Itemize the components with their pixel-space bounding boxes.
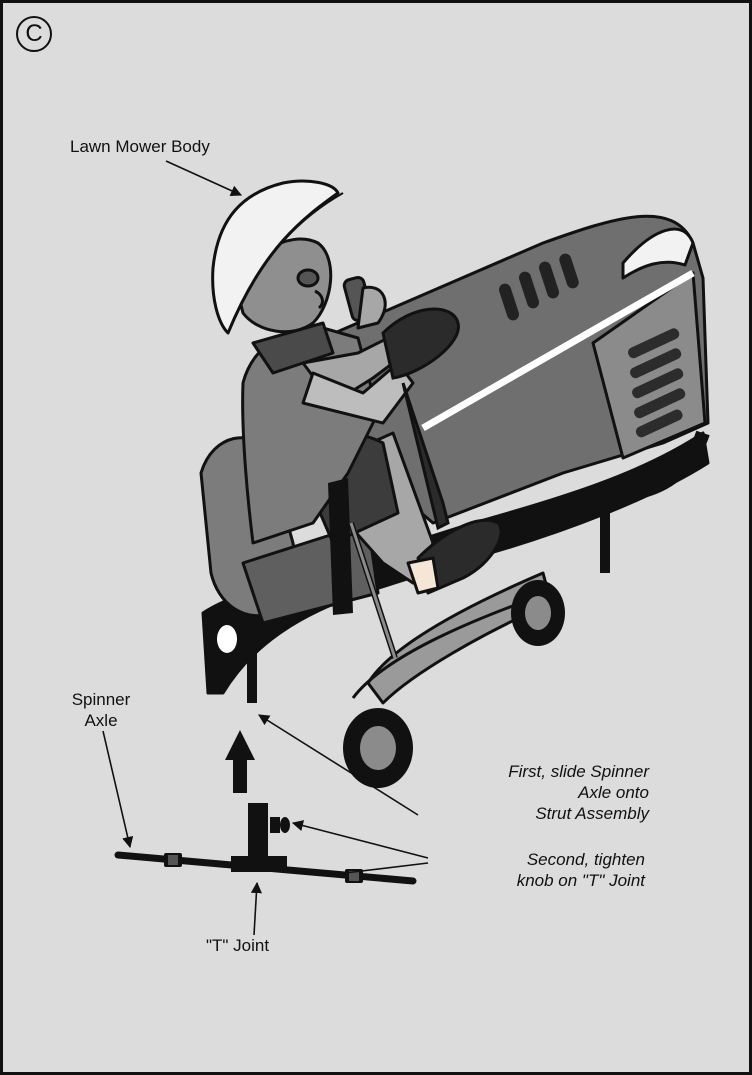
label-step-one: First, slide Spinner Axle onto Strut Ass… [508, 761, 649, 824]
mower-assembly-illustration [3, 3, 752, 1075]
label-step-one-line1: First, slide Spinner [508, 761, 649, 782]
label-spinner-axle-line2: Axle [61, 710, 141, 731]
label-step-one-line2: Axle onto [508, 782, 649, 803]
panel-letter: C [16, 16, 52, 52]
label-spinner-axle-line1: Spinner [61, 689, 141, 710]
label-step-two: Second, tighten knob on "T" Joint [517, 849, 645, 891]
label-t-joint: "T" Joint [206, 935, 269, 956]
label-lawn-mower-body: Lawn Mower Body [70, 136, 210, 157]
label-step-two-line2: knob on "T" Joint [517, 870, 645, 891]
label-step-one-line3: Strut Assembly [508, 803, 649, 824]
up-arrow-icon [225, 730, 255, 793]
label-step-two-line1: Second, tighten [517, 849, 645, 870]
label-spinner-axle: Spinner Axle [61, 689, 141, 731]
